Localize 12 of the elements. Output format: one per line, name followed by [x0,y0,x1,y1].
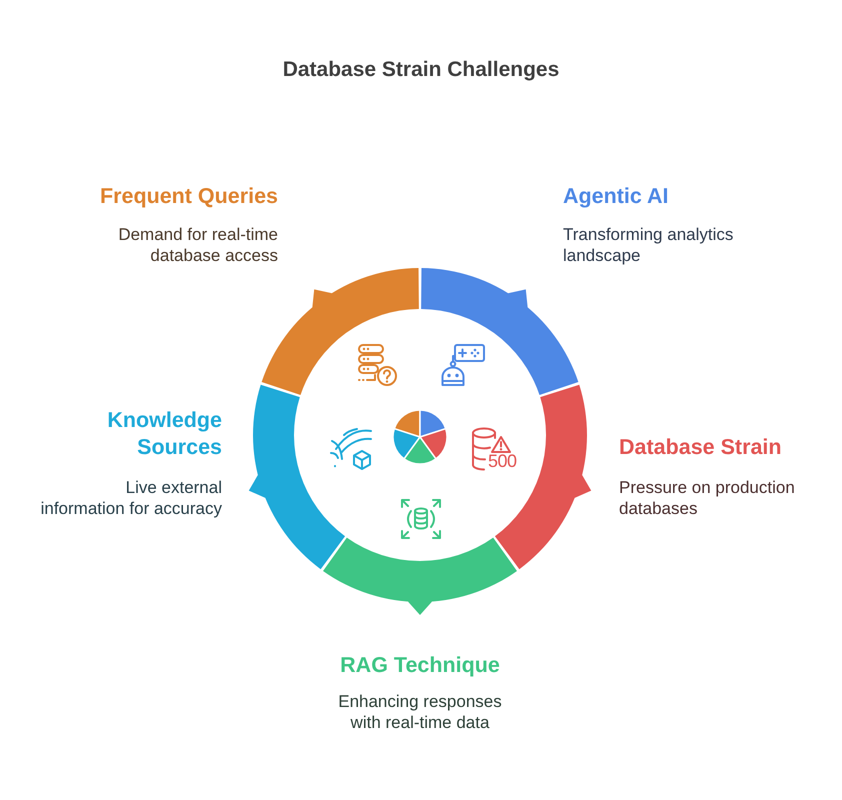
segment-description: Live external information for accuracy [40,478,222,518]
segment-heading: Agentic AI [563,184,669,208]
segment-description: Transforming analytics landscape [563,225,734,265]
diagram-title: Database Strain Challenges [282,58,560,81]
segment-heading: RAG Technique [340,653,500,677]
segment-description: Pressure on production databases [619,478,795,518]
segment-heading: Knowledge Sources [107,408,222,459]
segment-description: Demand for real-time database access [118,225,278,265]
segment-heading: Frequent Queries [100,184,278,208]
status-code-text: 500 [488,450,517,472]
segment-description: Enhancing responses with real-time data [338,692,502,732]
segment-heading: Database Strain [619,435,782,459]
